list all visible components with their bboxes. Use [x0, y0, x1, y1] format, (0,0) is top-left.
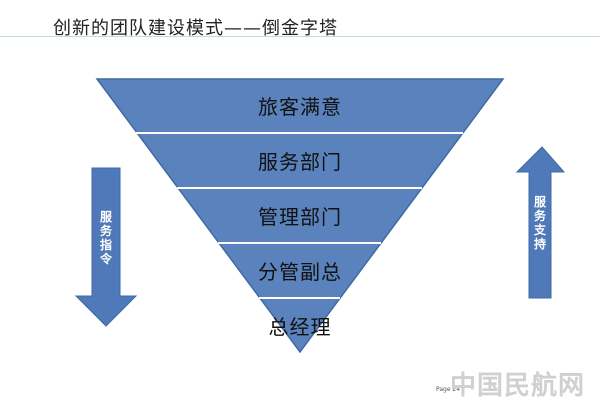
right-arrow-label: 服务支持	[533, 195, 546, 251]
layer-1-label: 旅客满意	[258, 95, 342, 119]
watermark-logo: 中国民航网	[450, 371, 586, 401]
page-title: 创新的团队建设模式——倒金字塔	[53, 18, 338, 39]
layer-2-label: 服务部门	[258, 150, 342, 174]
layer-5-label: 总经理	[268, 315, 332, 339]
title-underline	[0, 36, 600, 37]
pyramid-body	[95, 78, 505, 354]
layer-4-label: 分管副总	[258, 260, 342, 284]
layer-3-label: 管理部门	[258, 205, 342, 229]
down-arrow-icon	[74, 167, 138, 327]
up-arrow-icon	[515, 146, 566, 299]
left-arrow-label: 服务指令	[99, 210, 112, 266]
page-number: Page 24	[436, 386, 461, 393]
